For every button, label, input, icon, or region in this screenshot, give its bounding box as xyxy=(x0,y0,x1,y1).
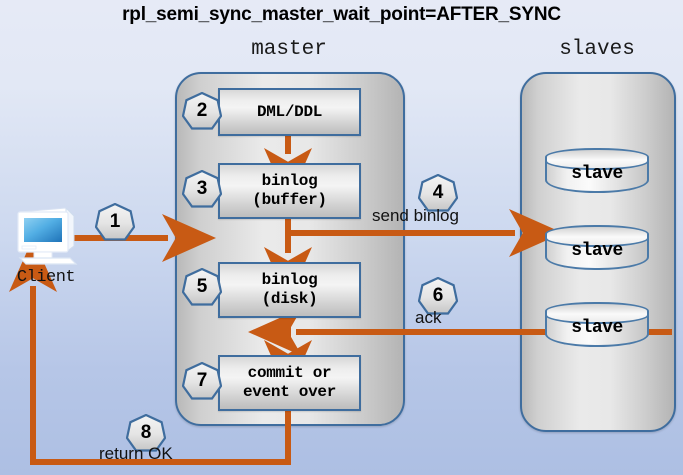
step-badge-8-number: 8 xyxy=(140,421,152,443)
edge-label-return-ok: return OK xyxy=(99,444,173,463)
slave-node-3-label: slave xyxy=(571,318,623,338)
box-binlog-disk-line1: binlog xyxy=(261,271,318,290)
box-commit-label: commit or event over xyxy=(243,364,336,401)
edge-label-send-binlog: send binlog xyxy=(372,206,459,225)
step-badge-7: 7 xyxy=(182,362,222,400)
heptagon-icon xyxy=(182,362,222,400)
client-label: Client xyxy=(16,268,76,287)
slave-node-1[interactable]: slave xyxy=(545,148,649,198)
step-badge-7-number: 7 xyxy=(196,369,208,391)
step-badge-6-number: 6 xyxy=(432,284,444,306)
step-badge-5-number: 5 xyxy=(196,275,208,297)
box-dml-ddl-label: DML/DDL xyxy=(256,102,323,121)
step-badge-2-number: 2 xyxy=(196,99,208,121)
box-binlog-buffer-line1: binlog xyxy=(261,172,318,191)
desktop-computer-icon[interactable] xyxy=(12,206,80,268)
box-commit-or-event-over[interactable]: commit or event over xyxy=(218,355,361,411)
box-binlog-disk[interactable]: binlog (disk) xyxy=(218,262,361,318)
box-binlog-disk-line2: (disk) xyxy=(261,290,318,308)
step-badge-5: 5 xyxy=(182,268,222,306)
box-commit-line2: event over xyxy=(242,383,337,401)
step-badge-3: 3 xyxy=(182,170,222,208)
box-binlog-buffer-line2: (buffer) xyxy=(252,191,327,209)
heptagon-icon xyxy=(126,414,166,452)
step-badge-4: 4 xyxy=(418,174,458,212)
heptagon-icon xyxy=(182,268,222,306)
box-commit-line1: commit or xyxy=(247,364,332,383)
page-title: rpl_semi_sync_master_wait_point=AFTER_SY… xyxy=(122,4,561,25)
edge-label-ack: ack xyxy=(415,308,442,327)
step-badge-1-number: 1 xyxy=(109,210,121,232)
box-binlog-buffer[interactable]: binlog (buffer) xyxy=(218,163,361,219)
heptagon-icon xyxy=(418,277,458,315)
box-dml-ddl[interactable]: DML/DDL xyxy=(218,88,361,136)
database-cylinder-top-icon xyxy=(545,302,649,324)
step-badge-4-number: 4 xyxy=(432,181,444,203)
slave-node-1-label: slave xyxy=(571,164,623,184)
database-cylinder-top-icon xyxy=(545,225,649,247)
master-column-heading: master xyxy=(251,38,327,61)
heptagon-icon xyxy=(182,170,222,208)
step-badge-2: 2 xyxy=(182,92,222,130)
step-badge-8: 8 xyxy=(126,414,166,452)
step-badge-3-number: 3 xyxy=(196,177,208,199)
heptagon-icon xyxy=(182,92,222,130)
step-badge-6: 6 xyxy=(418,277,458,315)
heptagon-icon xyxy=(418,174,458,212)
box-binlog-disk-label: binlog (disk) xyxy=(262,271,318,308)
slaves-column-heading: slaves xyxy=(559,38,635,61)
slave-node-3[interactable]: slave xyxy=(545,302,649,352)
step-badge-1: 1 xyxy=(95,203,135,241)
database-cylinder-top-icon xyxy=(545,148,649,170)
heptagon-icon xyxy=(95,203,135,241)
slave-node-2-label: slave xyxy=(571,241,623,261)
box-binlog-buffer-label: binlog (buffer) xyxy=(252,172,327,209)
slave-node-2[interactable]: slave xyxy=(545,225,649,275)
